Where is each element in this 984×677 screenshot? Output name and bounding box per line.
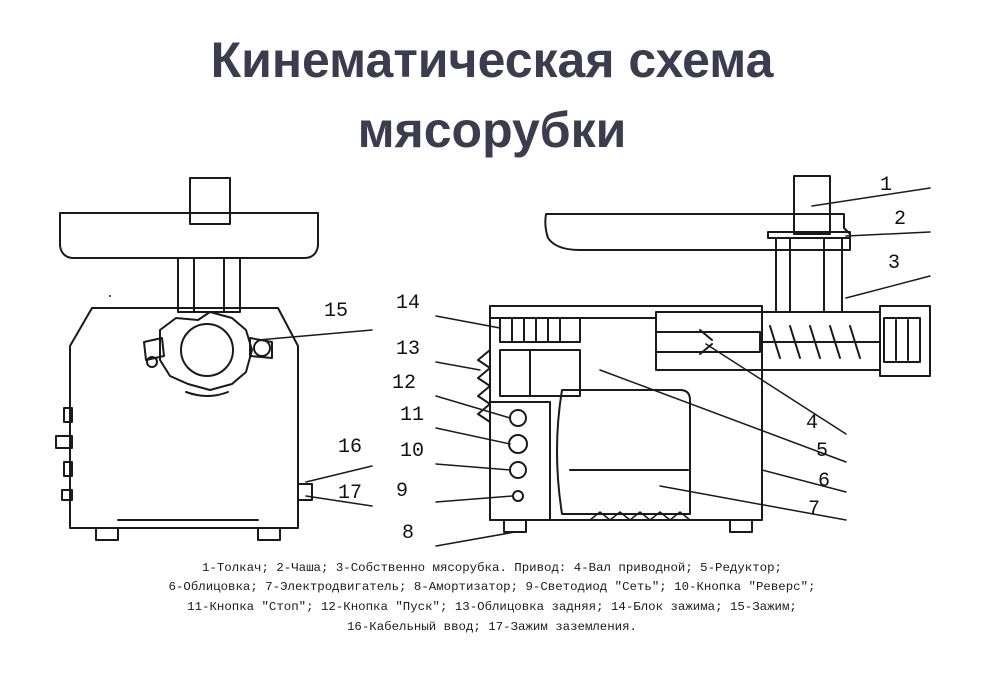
button-reverse	[509, 461, 527, 479]
callout-1: 1	[880, 174, 892, 197]
front-pusher	[189, 177, 231, 225]
callout-10: 10	[400, 440, 424, 463]
front-body	[69, 307, 299, 529]
callout-13: 13	[396, 338, 420, 361]
legend-line-1: 1-Толкач; 2-Чаша; 3-Собственно мясорубка…	[202, 561, 782, 575]
callout-11: 11	[400, 404, 424, 427]
side-auger	[769, 325, 861, 359]
front-foot-right	[257, 527, 281, 541]
callout-5: 5	[816, 440, 828, 463]
callout-17: 17	[338, 482, 362, 505]
front-arrow	[185, 391, 229, 397]
side-control-panel	[489, 401, 551, 521]
front-neck	[177, 257, 241, 313]
side-pusher	[793, 175, 831, 235]
front-view	[55, 177, 373, 541]
page-title-line-1: Кинематическая схема	[210, 32, 774, 88]
callout-16: 16	[338, 436, 362, 459]
front-cable-entry	[297, 483, 313, 501]
callout-4: 4	[806, 412, 818, 435]
callout-8: 8	[402, 522, 414, 545]
side-drive-shaft	[655, 331, 761, 353]
button-start	[509, 409, 527, 427]
callout-12: 12	[392, 372, 416, 395]
front-clamp-ring	[159, 311, 253, 391]
side-grinder-head	[879, 305, 931, 377]
front-outlet	[180, 323, 234, 377]
button-stop	[508, 434, 528, 454]
side-body	[489, 305, 763, 521]
page-title-line-2: мясорубки	[357, 102, 627, 158]
side-gearbox	[499, 349, 581, 397]
callout-2: 2	[894, 208, 906, 231]
callout-3: 3	[888, 252, 900, 275]
front-clamp-left	[143, 337, 165, 361]
side-clamp-block	[499, 317, 581, 343]
callout-7: 7	[808, 498, 820, 521]
legend-line-4: 16-Кабельный ввод; 17-Зажим заземления.	[347, 620, 637, 634]
legend-line-3: 11-Кнопка "Стоп"; 12-Кнопка "Пуск"; 13-О…	[187, 600, 797, 614]
side-motor	[556, 389, 691, 515]
front-foot-left	[95, 527, 119, 541]
callout-9: 9	[396, 480, 408, 503]
led-power	[512, 490, 524, 502]
side-rear-cladding	[477, 349, 491, 423]
legend-line-2: 6-Облицовка; 7-Электродвигатель; 8-Аморт…	[168, 580, 816, 594]
side-view	[435, 175, 931, 547]
callout-14: 14	[396, 292, 420, 315]
front-tray	[59, 212, 319, 259]
side-foot-right	[729, 519, 753, 533]
side-foot-left	[503, 519, 527, 533]
callout-15: 15	[324, 300, 348, 323]
side-tray	[544, 213, 851, 251]
callout-6: 6	[818, 470, 830, 493]
